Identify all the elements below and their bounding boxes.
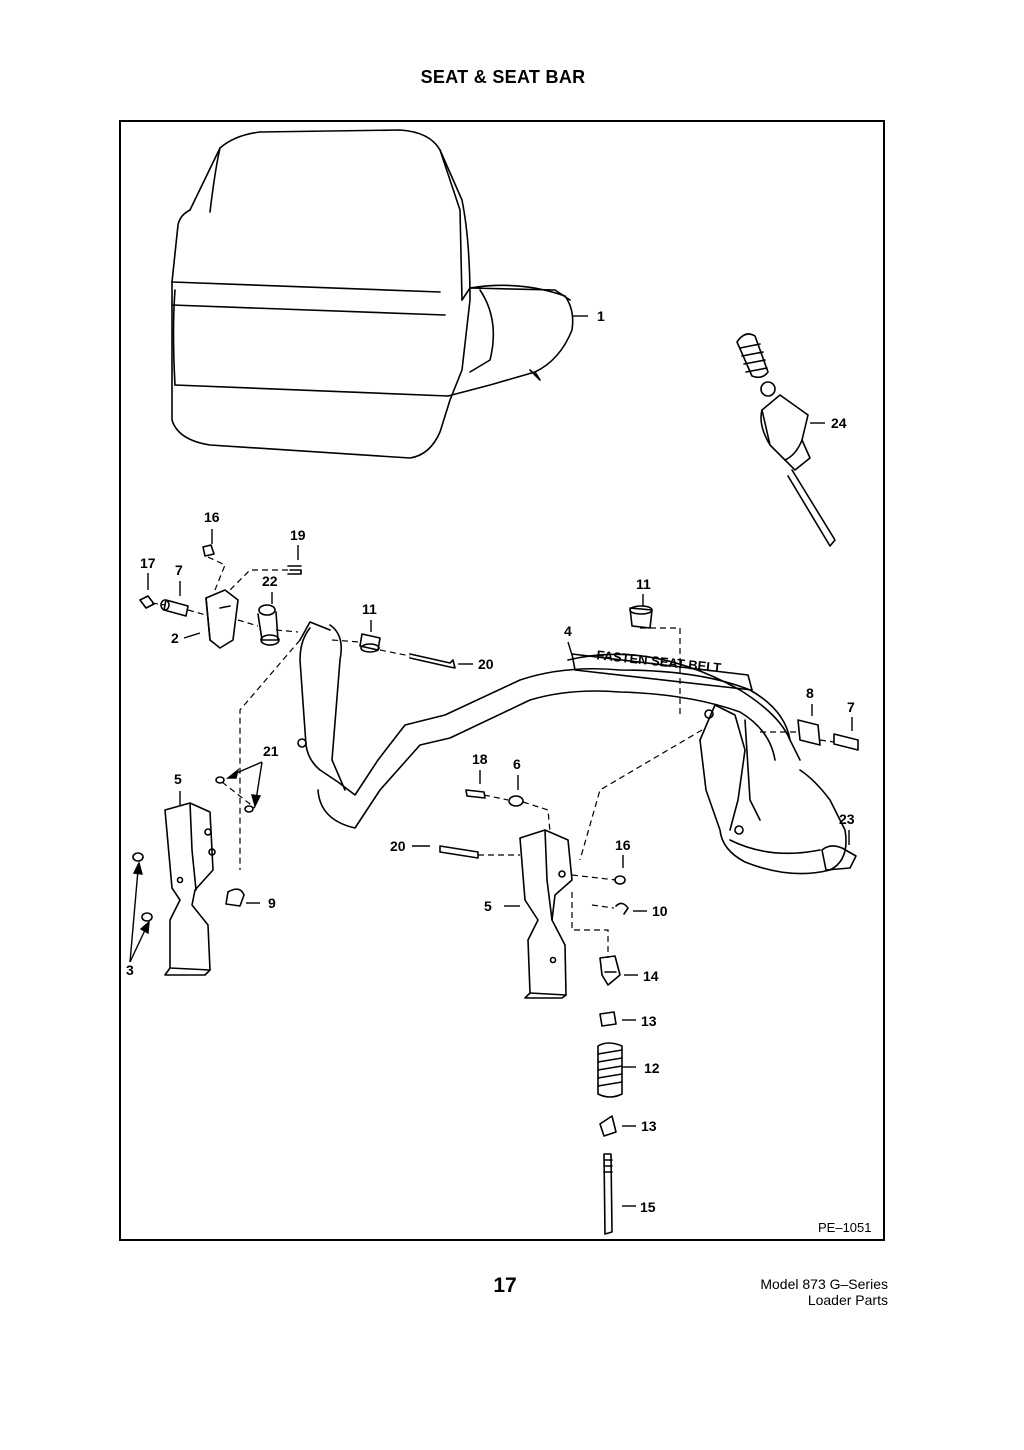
callout-24: 24	[831, 415, 847, 431]
callout-2: 2	[171, 630, 179, 646]
footer-model-line: Model 873 G–Series	[760, 1276, 888, 1292]
callout-8: 8	[806, 685, 814, 701]
callout-7: 7	[847, 699, 855, 715]
callout-22: 22	[262, 573, 278, 589]
callout-7: 7	[175, 562, 183, 578]
callout-15: 15	[640, 1199, 656, 1215]
callout-11: 11	[636, 576, 651, 592]
seat-illustration	[171, 129, 574, 459]
callout-1: 1	[597, 308, 605, 324]
callout-10: 10	[652, 903, 668, 919]
seat-bar-illustration	[297, 621, 847, 875]
callout-19: 19	[290, 527, 306, 543]
callout-20: 20	[478, 656, 494, 672]
right-hardware	[629, 605, 859, 871]
diagram-frame	[119, 120, 885, 1241]
callout-23: 23	[839, 811, 855, 827]
callout-16: 16	[204, 509, 220, 525]
leader-lines	[147, 315, 853, 1207]
callout-9: 9	[268, 895, 276, 911]
callout-5: 5	[484, 898, 492, 914]
callout-3: 3	[126, 962, 134, 978]
callout-17: 17	[140, 555, 156, 571]
callout-11: 11	[362, 601, 377, 617]
callout-13: 13	[641, 1118, 657, 1134]
footer-parts-line: Loader Parts	[807, 1292, 888, 1308]
callout-16: 16	[615, 837, 631, 853]
callout-14: 14	[643, 968, 659, 984]
page-title: SEAT & SEAT BAR	[420, 67, 586, 87]
callout-12: 12	[644, 1060, 660, 1076]
callout-6: 6	[513, 756, 521, 772]
callout-21: 21	[263, 743, 279, 759]
assembly-lines	[151, 556, 835, 958]
page-number: 17	[493, 1274, 517, 1297]
footer-model-info: Model 873 G–Series Loader Parts	[760, 1276, 888, 1308]
right-bracket-illustration	[439, 789, 629, 1235]
left-mount-hardware	[139, 544, 456, 669]
arrow-leaders	[129, 761, 263, 963]
callout-18: 18	[472, 751, 488, 767]
callout-13: 13	[641, 1013, 657, 1029]
left-bracket-illustration	[132, 776, 254, 976]
callout-numbers: 1 24 16 19 17 7 22 2 11 11 4 20 8 7 21 5…	[126, 308, 855, 1215]
callout-5: 5	[174, 771, 182, 787]
diagram-reference-code: PE–1051	[818, 1220, 872, 1235]
callout-20: 20	[390, 838, 406, 854]
callout-4: 4	[564, 623, 572, 639]
latch-assembly-illustration	[736, 333, 836, 547]
